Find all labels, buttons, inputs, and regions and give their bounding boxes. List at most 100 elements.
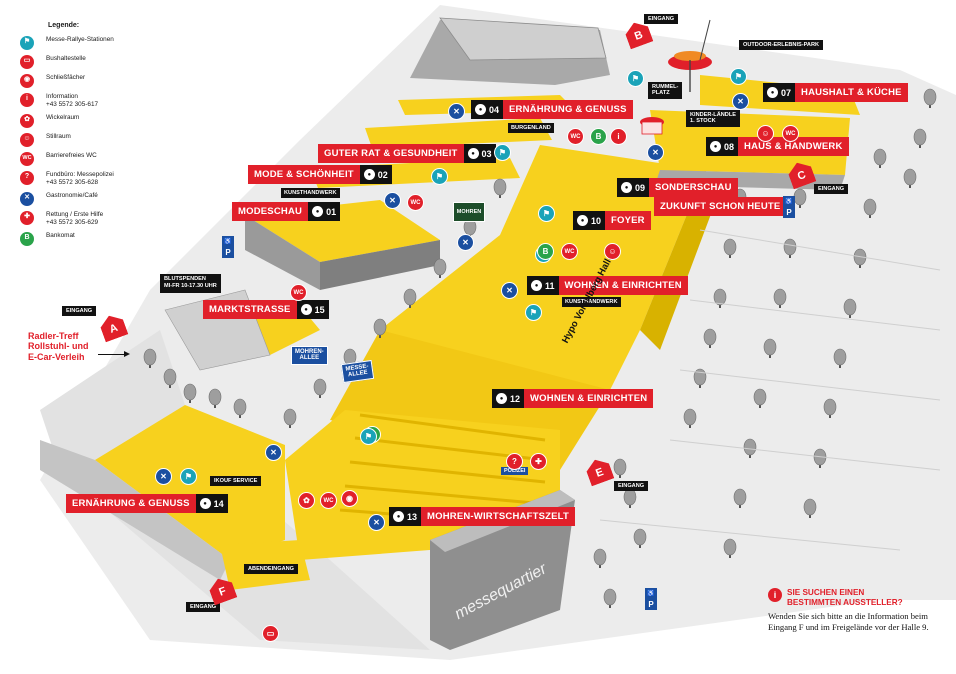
tree-icon xyxy=(733,488,747,508)
tree-icon xyxy=(233,398,247,418)
legend-item: ◉Schließfächer xyxy=(20,73,160,88)
rally-flag-icon: ⚑ xyxy=(431,168,448,185)
rally-flag-icon: ⚑ xyxy=(627,70,644,87)
wc-icon: WC xyxy=(20,151,34,166)
cutlery-icon: ✕ xyxy=(368,514,385,531)
hall-number: ●07 xyxy=(763,83,796,102)
locker-icon: ◉ xyxy=(341,490,358,507)
hall-number-text: 10 xyxy=(591,215,602,226)
rally-flag-icon: ⚑ xyxy=(494,144,511,161)
hall-number: ●11 xyxy=(527,276,559,295)
legend-item-label: Barrierefreies WC xyxy=(46,151,97,159)
hall-number-text: 01 xyxy=(326,206,337,217)
hall-marker-icon: ● xyxy=(199,498,211,509)
lost-found-icon: ? xyxy=(506,453,523,470)
info-body: Wenden Sie sich bitte an die Information… xyxy=(768,610,929,632)
tree-icon xyxy=(283,408,297,428)
hall-number-text: 12 xyxy=(510,393,521,404)
hall-number: ●15 xyxy=(296,300,329,319)
diaper-icon: ✿ xyxy=(20,113,34,128)
atm-icon: B xyxy=(20,231,34,246)
entrance-c-label: EINGANG xyxy=(814,184,849,194)
tree-icon xyxy=(723,538,737,558)
bus-icon: ▭ xyxy=(262,625,279,642)
hall-number-text: 15 xyxy=(314,304,325,315)
hall-name: ERNÄHRUNG & GENUSS xyxy=(503,100,633,119)
cutlery-icon: ✕ xyxy=(448,103,465,120)
legend-item: WC Barrierefreies WC xyxy=(20,151,160,166)
mohren-allee-sign: MOHREN- ALLEE xyxy=(291,346,328,365)
legend-item: ? Fundbüro: Messepolizei+43 5572 305-628 xyxy=(20,170,160,187)
ikouf-service-label: IKOUF SERVICE xyxy=(210,476,262,486)
tree-icon xyxy=(903,168,917,188)
cutlery-icon: ✕ xyxy=(155,468,172,485)
radler-treff-label: Radler-Treff Rollstuhl- und E-Car-Verlei… xyxy=(28,331,89,362)
hall-label-01: MODESCHAU●01 xyxy=(232,202,341,221)
lost-found-icon: ? xyxy=(20,170,34,185)
hall-number: ●10 xyxy=(573,211,606,230)
hall-label-03: GUTER RAT & GESUNDHEIT●03 xyxy=(318,144,496,163)
hall-marker-icon: ● xyxy=(312,206,324,217)
wc-icon: WC xyxy=(567,128,584,145)
tree-icon xyxy=(593,548,607,568)
tree-icon xyxy=(773,288,787,308)
wc-icon: WC xyxy=(290,284,307,301)
rally-flag-icon: ⚑ xyxy=(525,304,542,321)
info-box: i SIE SUCHEN EINEN BESTIMMTEN AUSSTELLER… xyxy=(768,588,948,633)
hall-01-side xyxy=(320,240,440,290)
tree-icon xyxy=(833,348,847,368)
hall-label-02: MODE & SCHÖNHEIT●02 xyxy=(248,165,392,184)
hall-number-text: 02 xyxy=(377,169,388,180)
tree-icon xyxy=(703,328,717,348)
hall-name: FOYER xyxy=(605,211,651,230)
hall-number-text: 09 xyxy=(635,182,646,193)
arrow-to-radler xyxy=(98,354,126,355)
hall-number: ●12 xyxy=(492,389,525,408)
wc-icon: WC xyxy=(782,125,799,142)
legend-item: ⚑Messe-Rallye-Stationen xyxy=(20,35,160,50)
diaper-icon: ✿ xyxy=(298,492,315,509)
hall-number: ●01 xyxy=(308,202,341,221)
hall-name: GUTER RAT & GESUNDHEIT xyxy=(318,144,464,163)
hall-number-text: 04 xyxy=(489,104,500,115)
tree-icon xyxy=(823,398,837,418)
tree-icon xyxy=(763,338,777,358)
first-aid-icon: ✚ xyxy=(20,210,34,225)
blutspenden-label: BLUTSPENDEN MI-FR 10-17.30 UHR xyxy=(160,274,221,293)
hall-name: ERNÄHRUNG & GENUSS xyxy=(66,494,196,513)
rally-flag-icon: ⚑ xyxy=(538,205,555,222)
tree-icon xyxy=(603,588,617,608)
hall-01-wall xyxy=(245,215,320,290)
legend-item-label: Fundbüro: Messepolizei+43 5572 305-628 xyxy=(46,170,114,186)
rally-flag-icon: ⚑ xyxy=(180,468,197,485)
legend-item: ☺Stillraum xyxy=(20,132,160,147)
legend-item-label: Messe-Rallye-Stationen xyxy=(46,35,114,43)
tree-icon xyxy=(633,528,647,548)
legend-item-label: Schließfächer xyxy=(46,73,86,81)
kinderlaendle-label: KINDER-LÄNDLE 1. STOCK xyxy=(686,110,740,127)
tree-icon xyxy=(843,298,857,318)
entrance-a-label: EINGANG xyxy=(62,306,97,316)
tree-icon xyxy=(783,238,797,258)
parking-sign-icon: ♿P xyxy=(222,236,234,258)
legend-list: ⚑Messe-Rallye-Stationen ▭Bushaltestelle ◉S… xyxy=(20,35,160,246)
legend-item: ▭Bushaltestelle xyxy=(20,54,160,69)
hall-name: MODE & SCHÖNHEIT xyxy=(248,165,360,184)
cutlery-icon: ✕ xyxy=(647,144,664,161)
nursing-icon: ☺ xyxy=(604,243,621,260)
hall-name: MARKTSTRASSE xyxy=(203,300,297,319)
hall-marker-icon: ● xyxy=(710,141,721,152)
legend-item-label: Wickelraum xyxy=(46,113,80,121)
hall-number: ●08 xyxy=(706,137,739,156)
outdoor-park-label: OUTDOOR-ERLEBNIS-PARK xyxy=(739,40,824,50)
hall-03-roof xyxy=(365,118,552,148)
atm-icon: B xyxy=(537,243,554,260)
legend-item-label: Bushaltestelle xyxy=(46,54,86,62)
tree-icon xyxy=(683,408,697,428)
cutlery-icon: ✕ xyxy=(265,444,282,461)
